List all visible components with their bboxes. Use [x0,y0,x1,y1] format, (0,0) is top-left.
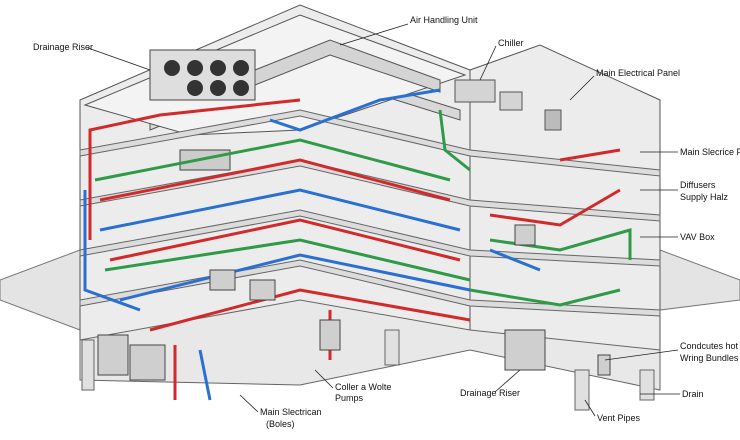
label-main-slectrican: Main Slectrican [260,407,322,417]
leader-lines [87,23,680,417]
label-wring-bundles: Wring Bundles [680,353,739,363]
return-pipes [83,88,541,401]
label-drainage-riser-top: Drainage Riser [33,42,94,52]
supply-pipes [88,98,621,400]
label-coller-a-wolte: Coller a Wolte [335,382,392,392]
label-boles: (Boles) [266,419,295,429]
label-vent-pipes: Vent Pipes [597,413,641,423]
label-main-electrical-panel: Main Electrical Panel [596,68,681,78]
label-pumps: Pumps [335,393,364,403]
label-drainage-riser-bottom: Drainage Riser [460,388,521,398]
label-air-handling-unit: Air Handling Unit [410,15,478,25]
equipment [97,224,611,381]
label-main-slecrice-port: Main Slecrice Por [680,147,740,157]
label-condcutes-hot: Condcutes hot [680,341,739,351]
columns [81,329,655,411]
label-drain: Drain [682,389,704,399]
label-diffusers: Diffusers [680,180,716,190]
air-handling-ductwork [254,39,562,131]
label-chiller: Chiller [498,38,524,48]
ground-slab [0,249,740,331]
label-supply-halz: Supply Halz [680,192,729,202]
label-vav-box: VAV Box [680,232,715,242]
